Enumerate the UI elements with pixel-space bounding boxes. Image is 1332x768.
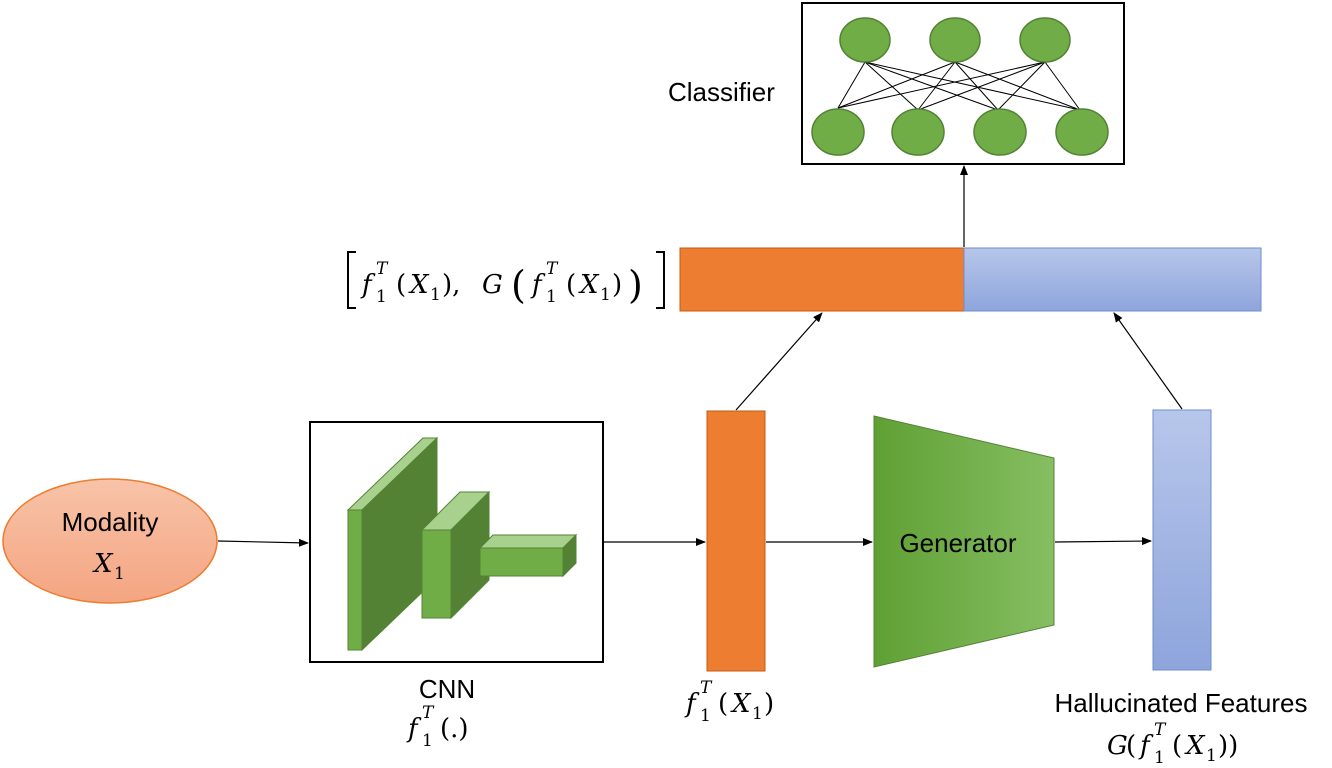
hall-f: f [1138, 731, 1154, 761]
hallucinated-func: G ( f 1 T ( X 1 )) [1107, 720, 1238, 768]
concat-f1-sup: T [376, 259, 389, 279]
arrow-modality-to-cnn [217, 538, 309, 547]
generator-block [873, 415, 1055, 668]
concat-open1: ( [396, 270, 406, 300]
arrow-feature-to-concat [735, 312, 823, 411]
hall-sup: T [1154, 720, 1167, 740]
arrow-hallucinated-to-concat [1113, 312, 1183, 410]
hallucinated-label: Hallucinated Features [1055, 688, 1308, 718]
concat-f1-sub: 1 [376, 287, 387, 307]
classifier-node-bottom-2 [891, 108, 945, 156]
feature-x: X [730, 689, 752, 719]
cnn-label: CNN [419, 674, 475, 704]
classifier-node-bottom-3 [973, 108, 1027, 156]
classifier-connections [837, 61, 1081, 111]
cnn-func-arg: (.) [440, 714, 469, 744]
classifier-node-bottom-1 [811, 108, 865, 156]
arrows [217, 165, 1183, 547]
classifier-node-top-1 [839, 17, 891, 63]
cnn-layers-icon [346, 436, 578, 652]
hall-x: X [1184, 731, 1206, 761]
concat-bar-blue [963, 247, 1262, 312]
concat-close1: ), [442, 270, 460, 300]
concat-big-close: ) [628, 263, 643, 307]
concat-x1-sub: 1 [430, 285, 441, 305]
modality-label: Modality [62, 507, 159, 537]
concat-f2: f [530, 270, 546, 300]
cnn-func-f: f [406, 714, 422, 744]
hall-open: ( [1126, 731, 1136, 761]
concat-x2-sub: 1 [600, 285, 611, 305]
concat-big-open: ( [511, 263, 526, 307]
arrow-generator-to-hallucinated [1054, 537, 1152, 546]
classifier-label: Classifier [668, 77, 775, 107]
feature-sub: 1 [700, 706, 711, 726]
feature-xsub: 1 [752, 704, 763, 724]
concat-left-bracket [347, 251, 356, 309]
concat-f1: f [360, 270, 376, 300]
hall-xsub: 1 [1206, 746, 1217, 766]
concat-open2: ( [566, 270, 576, 300]
concat-label: f 1 T ( X 1 ), G ( f 1 T ( X 1 ) ) [347, 251, 665, 309]
classifier-node-top-3 [1019, 17, 1071, 63]
hall-sub: 1 [1154, 748, 1165, 768]
classifier-network [801, 2, 1125, 165]
modality-var-sub: 1 [114, 564, 125, 584]
concat-f2-sup: T [546, 259, 559, 279]
modality-node [2, 478, 218, 604]
feature-open: ( [718, 689, 728, 719]
concat-g: G [482, 270, 503, 300]
cnn-func-sup: T [422, 703, 435, 723]
classifier-node-bottom-4 [1055, 108, 1109, 156]
svg-text:f: f [360, 270, 376, 300]
classifier-node-top-2 [929, 17, 981, 63]
modality-var: X [92, 549, 114, 579]
hall-g: G [1107, 731, 1128, 761]
hallucinated-vector [1152, 409, 1212, 671]
hall-close: )) [1218, 731, 1238, 761]
feature-sup: T [700, 678, 713, 698]
generator-label: Generator [899, 528, 1016, 558]
feature-f: f [684, 689, 700, 719]
concat-x1: X [408, 270, 430, 300]
concat-close2: ) [612, 270, 622, 300]
feature-close: ) [764, 689, 774, 719]
concat-bar-orange [679, 247, 965, 312]
concat-x2: X [578, 270, 600, 300]
hall-open2: ( [1172, 731, 1182, 761]
cnn-func-sub: 1 [422, 731, 433, 751]
feature-vector [706, 410, 766, 672]
concat-right-bracket [656, 251, 665, 309]
feature-label: f 1 T ( X 1 ) [684, 678, 774, 726]
concat-f2-sub: 1 [546, 287, 557, 307]
